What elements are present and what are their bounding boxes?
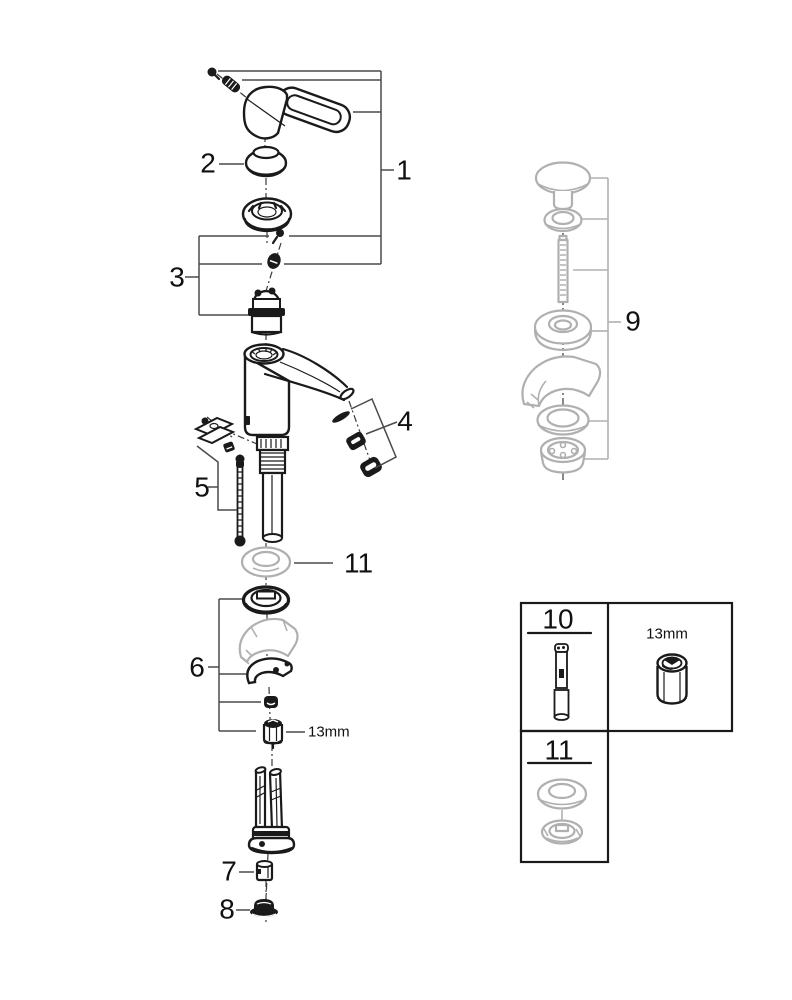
callout-bracket-5 <box>196 445 237 511</box>
faucet-body-drawing <box>243 343 355 437</box>
washer-set-drawing <box>536 778 588 845</box>
part-label-7: 7 <box>221 856 237 887</box>
size-label-main: 13mm <box>308 724 350 741</box>
connector-nut-drawing <box>255 860 274 882</box>
callout-bracket-3 <box>185 235 269 316</box>
socket-13mm-drawing <box>656 653 688 705</box>
part-label-2: 2 <box>200 148 216 179</box>
cap-ring-drawing <box>244 145 288 178</box>
box-size-label: 13mm <box>646 626 688 643</box>
aerator-group-drawing <box>332 411 382 478</box>
detail-box: 10 13mm 11 <box>519 601 734 864</box>
mounting-ring-drawing <box>241 197 293 233</box>
fixing-set-drawing <box>193 416 246 547</box>
callout-bracket-1 <box>218 70 394 265</box>
hex-nut-13mm-drawing <box>262 719 284 750</box>
part-label-6: 6 <box>189 652 205 683</box>
supply-hose-drawing <box>247 766 296 855</box>
part-label-9: 9 <box>625 306 641 337</box>
callout-bracket-6 <box>208 598 261 732</box>
part-label-3: 3 <box>169 262 185 293</box>
part-label-11: 11 <box>344 548 373 579</box>
part-label-5: 5 <box>194 472 210 503</box>
cartridge-group-drawing <box>248 229 285 336</box>
handle-screw-drawing <box>207 67 241 93</box>
lever-handle-drawing <box>242 85 352 140</box>
box-label-11: 11 <box>544 735 573 766</box>
drain-assembly-drawing <box>521 161 602 474</box>
callout-bracket-9 <box>573 177 621 460</box>
cap-nut-drawing <box>250 899 278 918</box>
part-label-1: 1 <box>396 155 412 186</box>
grey-wedge-drawing <box>238 617 299 665</box>
mounting-parts-group-drawing <box>238 585 299 750</box>
box-label-10: 10 <box>542 604 573 635</box>
shank-drawing <box>255 435 290 543</box>
part-label-8: 8 <box>219 894 235 925</box>
base-washer-drawing <box>240 546 292 578</box>
part-label-4: 4 <box>397 406 413 437</box>
mounting-tool-drawing <box>529 643 591 721</box>
callout-bracket-4 <box>350 397 398 469</box>
